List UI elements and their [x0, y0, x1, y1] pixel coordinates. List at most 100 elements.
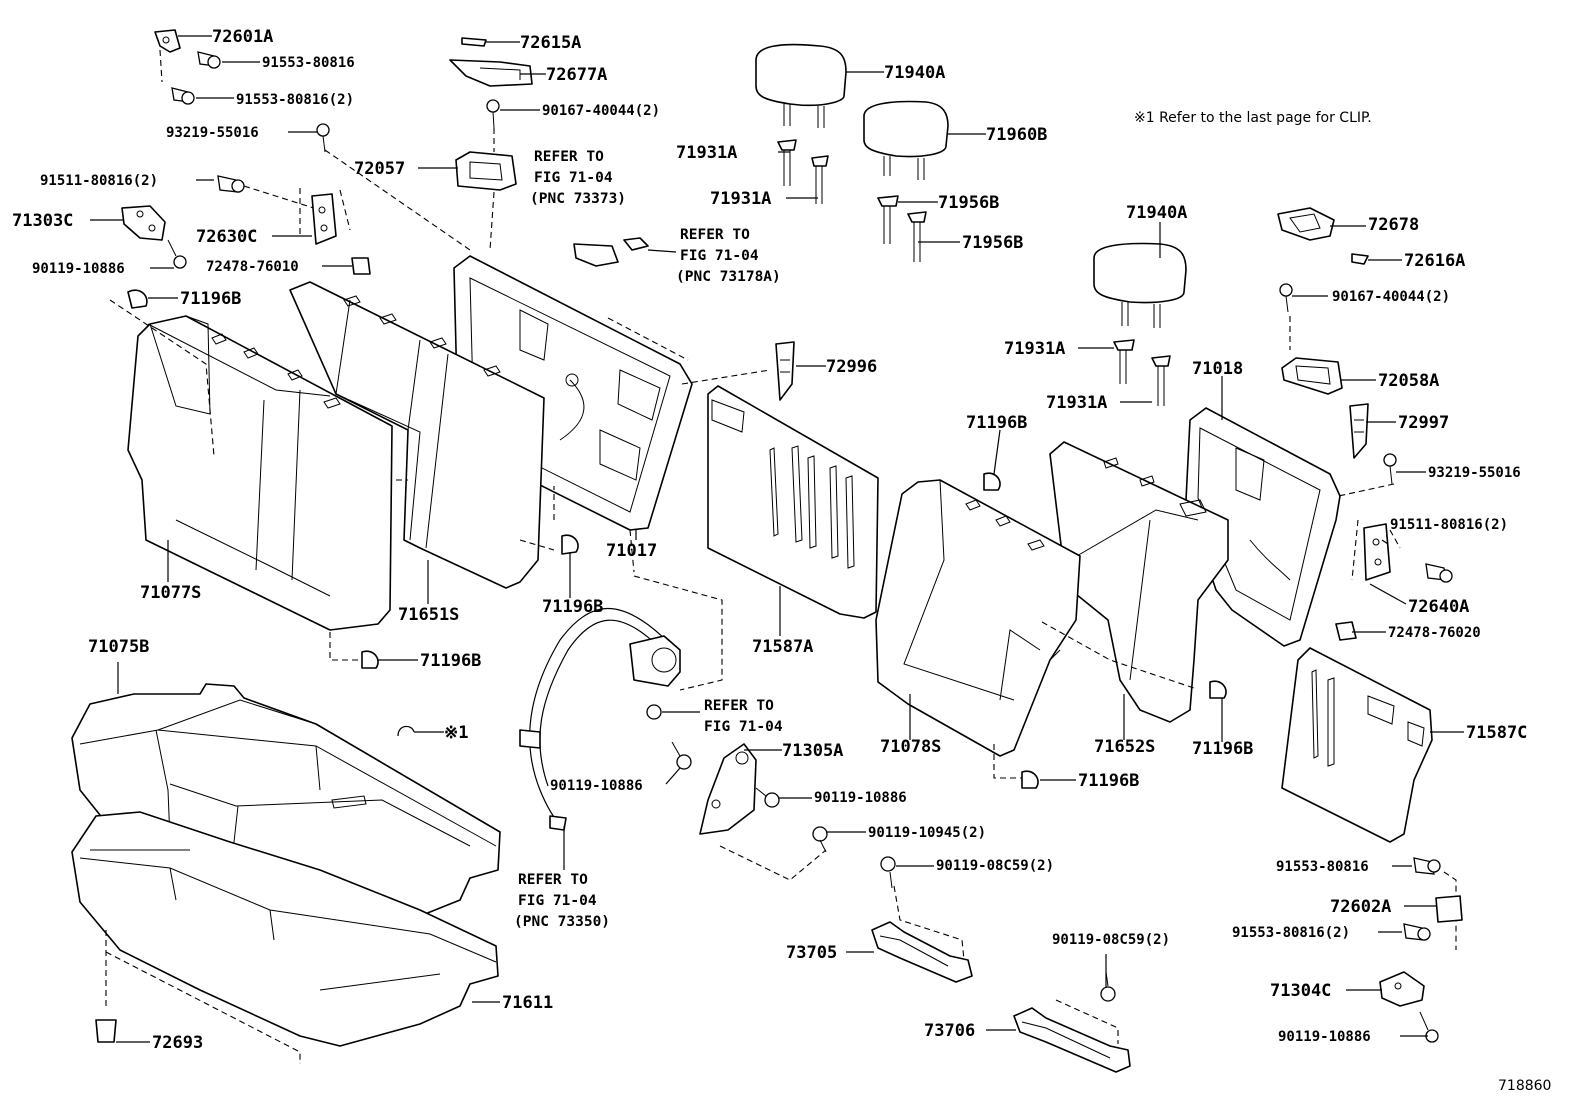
bolt-90119-left — [167, 239, 187, 269]
headrest-71940a-right — [1093, 242, 1187, 328]
seat-cushion-pad-71611 — [71, 811, 499, 1047]
label-93219-55016-left: 93219-55016 — [166, 125, 259, 141]
label-71305a: 71305A — [782, 741, 843, 761]
label-71077s: 71077S — [140, 583, 201, 603]
bolt-90119-right — [1419, 1011, 1439, 1043]
label-72640a: 72640A — [1408, 597, 1469, 617]
label-72678: 72678 — [1368, 215, 1419, 235]
label-71196b-2: 71196B — [542, 597, 603, 617]
label-72478-76020: 72478-76020 — [1388, 625, 1481, 641]
bracket-73706 — [1013, 1007, 1131, 1073]
label-90119-10886-right: 90119-10886 — [1278, 1029, 1371, 1045]
label-71304c: 71304C — [1270, 981, 1331, 1001]
bracket-72058a — [1281, 357, 1343, 395]
hinge-bracket-72601a — [154, 29, 181, 53]
clip-72693 — [95, 1019, 117, 1043]
label-71931a-3: 71931A — [1004, 339, 1065, 359]
label-91553-80816-right1: 91553-80816 — [1276, 859, 1369, 875]
label-90119-10886-left: 90119-10886 — [32, 261, 125, 277]
label-71078s: 71078S — [880, 737, 941, 757]
refer-7104-mid: REFER TO FIG 71-04 — [704, 698, 783, 735]
clip-72478-76010 — [351, 257, 371, 275]
label-72602a: 72602A — [1330, 897, 1391, 917]
label-72693: 72693 — [152, 1033, 203, 1053]
label-72615a: 72615A — [520, 33, 581, 53]
refer-73373-line3: (PNC 73373) — [530, 191, 626, 207]
bolt-7104 — [646, 704, 662, 720]
bolt-91553-right1 — [1413, 857, 1441, 875]
label-90119-08c59-2: 90119-08C59(2) — [1052, 932, 1170, 948]
screw-93219-right — [1383, 453, 1397, 485]
label-71956b-2: 71956B — [962, 233, 1023, 253]
label-71611: 71611 — [502, 993, 553, 1013]
cover-73373 — [573, 243, 619, 267]
label-72996: 72996 — [826, 357, 877, 377]
label-71651s: 71651S — [398, 605, 459, 625]
seatback-board-71587a — [707, 385, 879, 619]
belt-guide-72996 — [775, 341, 795, 401]
seatback-pad-71652s — [1049, 441, 1229, 723]
bracket-72057 — [455, 151, 517, 191]
label-71956b-1: 71956B — [938, 193, 999, 213]
label-72630c: 72630C — [196, 227, 257, 247]
refer-73373-line2: FIG 71-04 — [534, 170, 613, 186]
label-71196b-1: 71196B — [180, 289, 241, 309]
support-71931a-4 — [1151, 355, 1171, 406]
clip-71196b-1 — [127, 289, 148, 309]
guide-73178a — [623, 237, 649, 251]
label-71303c: 71303C — [12, 211, 73, 231]
hinge-72602a — [1435, 895, 1463, 923]
support-71931a-2 — [811, 155, 829, 204]
label-71652s: 71652S — [1094, 737, 1155, 757]
refer-7104-line1: REFER TO — [704, 698, 774, 714]
refer-73178a-line1: REFER TO — [680, 227, 750, 243]
label-72058a: 72058A — [1378, 371, 1439, 391]
bracket-71305a — [699, 743, 757, 835]
label-72057: 72057 — [354, 159, 405, 179]
label-90167-40044-left: 90167-40044(2) — [542, 103, 660, 119]
label-71017: 71017 — [606, 541, 657, 561]
bolt-90119-08c59-1 — [880, 856, 896, 889]
label-91553-80816-upper: 91553-80816 — [262, 55, 355, 71]
clip-71196b-6 — [1021, 770, 1039, 789]
label-91511-80816-left: 91511-80816(2) — [40, 173, 158, 189]
label-72616a: 72616A — [1404, 251, 1465, 271]
label-71075b: 71075B — [88, 637, 149, 657]
label-90119-10886-mid1: 90119-10886 — [550, 778, 643, 794]
headrest-71940a-left — [755, 43, 847, 128]
label-90119-08c59-1: 90119-08C59(2) — [936, 858, 1054, 874]
bolt-91553-upper — [197, 51, 221, 69]
label-72997: 72997 — [1398, 413, 1449, 433]
bolt-90119-08c59-2 — [1100, 971, 1116, 1002]
clip-71196b-2 — [561, 534, 579, 555]
bolt-91553-lower — [171, 87, 195, 105]
label-72677a: 72677A — [546, 65, 607, 85]
diagram-id: 718860 — [1498, 1078, 1551, 1094]
bracket-73705 — [871, 921, 973, 983]
bolt-91511-right — [1425, 563, 1453, 583]
screw-90167-left — [486, 99, 500, 129]
hinge-72640a — [1363, 523, 1391, 581]
bolt-90119-mid1 — [671, 741, 692, 770]
support-71956b-2 — [907, 211, 927, 262]
refer-73373: REFER TO FIG 71-04 (PNC 73373) — [530, 149, 626, 207]
label-71018: 71018 — [1192, 359, 1243, 379]
refer-73350-line1: REFER TO — [518, 872, 588, 888]
label-clip-1: ※1 — [444, 723, 468, 743]
label-71940a-left: 71940A — [884, 63, 945, 83]
headrest-71960b — [863, 100, 949, 180]
label-90119-10945: 90119-10945(2) — [868, 825, 986, 841]
support-71931a-3 — [1113, 339, 1135, 384]
cap-72616a — [1351, 253, 1369, 265]
refer-73350-line3: (PNC 73350) — [514, 914, 610, 930]
label-72478-76010: 72478-76010 — [206, 259, 299, 275]
seatback-board-71587c — [1281, 647, 1433, 843]
label-93219-55016-right: 93219-55016 — [1428, 465, 1521, 481]
refer-73350: REFER TO FIG 71-04 (PNC 73350) — [514, 872, 610, 930]
label-90167-40044-right: 90167-40044(2) — [1332, 289, 1450, 305]
label-71931a-1: 71931A — [676, 143, 737, 163]
label-71931a-4: 71931A — [1046, 393, 1107, 413]
label-91553-80816-2-left: 91553-80816(2) — [236, 92, 354, 108]
seat-belt-73350 — [519, 607, 681, 831]
refer-73178a-line2: FIG 71-04 — [680, 248, 759, 264]
